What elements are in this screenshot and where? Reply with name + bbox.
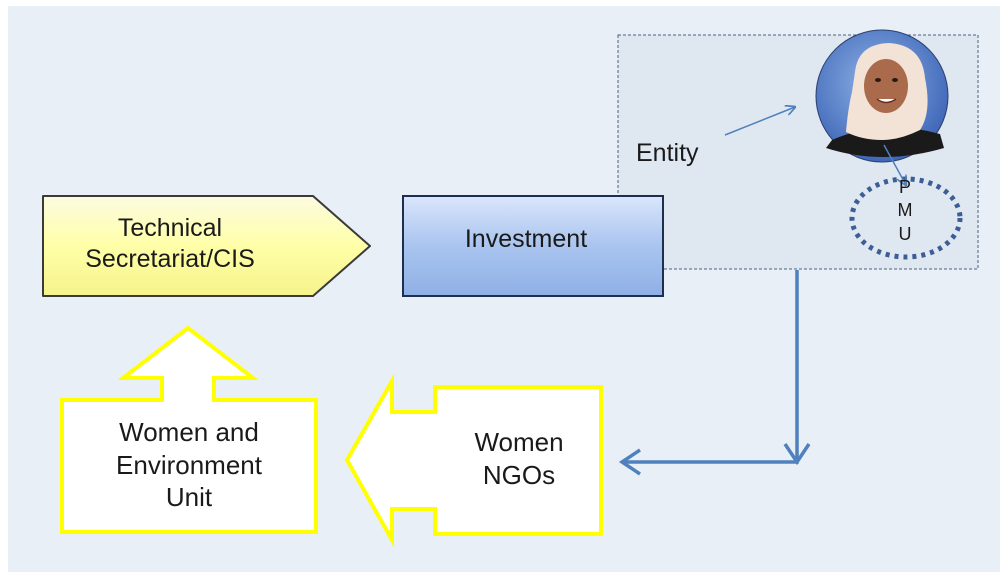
pmu-label: P M U — [897, 177, 913, 244]
avatar — [815, 29, 949, 163]
pmu-circle — [849, 176, 963, 260]
investment-label: Investment — [464, 225, 588, 253]
women-ngos-shape[interactable] — [344, 373, 603, 548]
entity-label: Entity — [636, 139, 699, 167]
arrow-entity-to-avatar — [724, 107, 795, 136]
women-env-unit-shape[interactable] — [60, 325, 318, 534]
connector-left-arrowhead — [618, 448, 641, 476]
investment-box[interactable] — [402, 195, 664, 297]
technical-secretariat-label: Technical Secretariat/CIS — [85, 214, 255, 274]
technical-secretariat-shape[interactable] — [42, 195, 371, 297]
connector-down-arrowhead — [783, 443, 811, 466]
women-ngos-label: Women NGOs — [474, 427, 564, 490]
arrow-avatar-to-pmu — [883, 144, 906, 185]
women-env-unit-label: Women and Environment Unit — [116, 417, 262, 512]
